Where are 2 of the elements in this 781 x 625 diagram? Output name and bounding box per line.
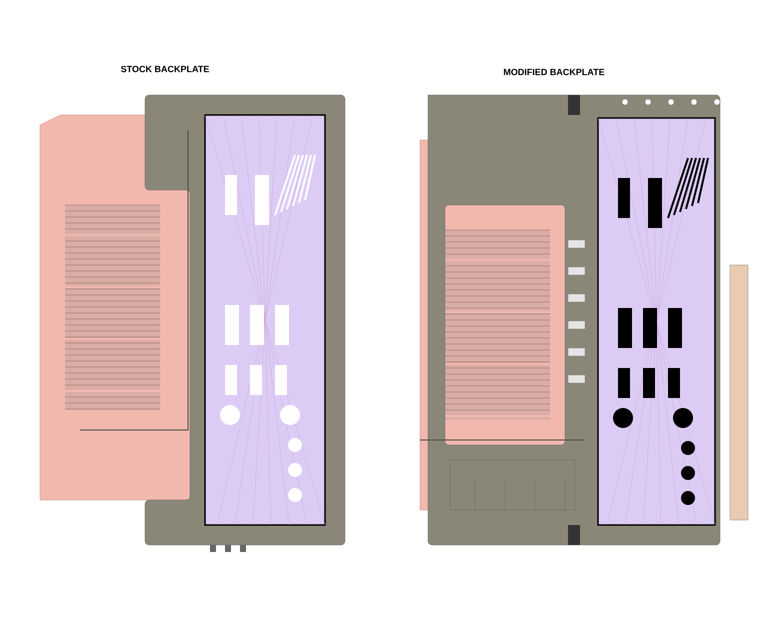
panel-heading: MODIFIED BACKPLATE — [504, 68, 604, 76]
panel-heading: STOCK BACKPLATE — [120, 66, 209, 72]
